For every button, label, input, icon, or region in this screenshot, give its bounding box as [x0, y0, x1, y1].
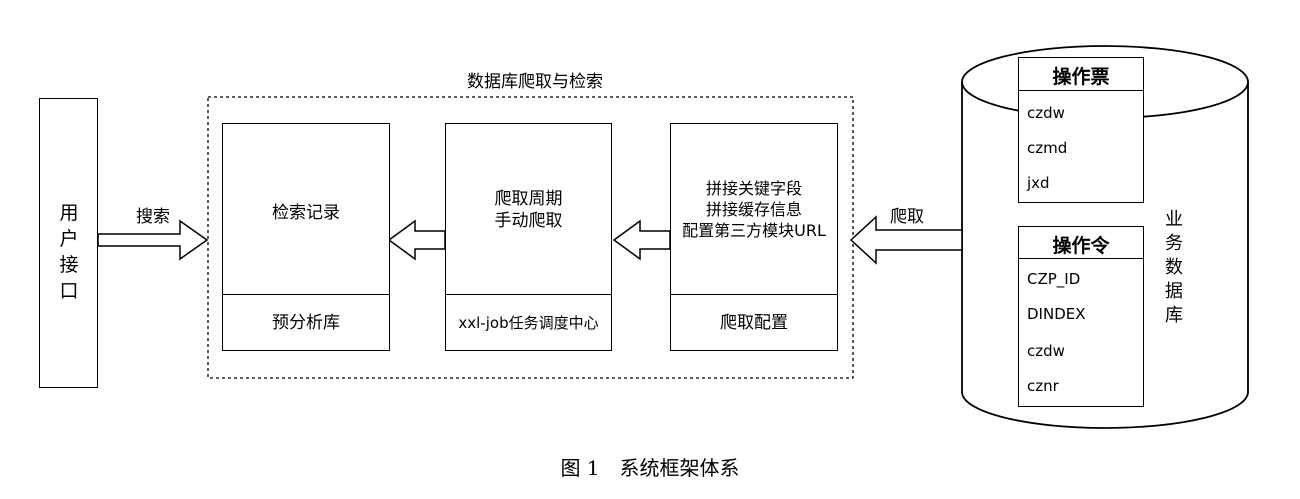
- user-interface-label: 用户接口: [59, 202, 79, 302]
- table-operation-ticket-field: jxd: [1027, 174, 1050, 192]
- group-dashed-border: [207, 96, 854, 379]
- search-arrow-label: 搜索: [136, 207, 170, 227]
- module-scheduler-line-2: 手动爬取: [494, 211, 563, 231]
- crawl-arrow-label: 爬取: [890, 207, 924, 227]
- database-label: 业务数据库: [1165, 209, 1183, 326]
- table-operation-ticket-divider: [1018, 90, 1144, 91]
- arrow-module2-to-module1: [387, 219, 446, 261]
- arrow-module3-to-module2: [612, 219, 671, 261]
- table-operation-order-field: CZP_ID: [1027, 270, 1081, 288]
- table-operation-order-name: 操作令: [1052, 235, 1110, 257]
- table-operation-ticket-name: 操作票: [1052, 66, 1110, 88]
- module-scheduler: [445, 123, 612, 351]
- table-operation-order-field: cznr: [1027, 377, 1059, 395]
- module-retrieval-bottom: 预分析库: [272, 313, 340, 333]
- table-operation-ticket: [1018, 57, 1144, 203]
- module-crawl-config: [670, 123, 838, 351]
- module-scheduler-line-1: 爬取周期: [494, 189, 563, 209]
- user-interface-box: [39, 98, 98, 388]
- table-operation-order-divider: [1018, 258, 1144, 259]
- module-crawl-config-bottom: 爬取配置: [720, 313, 788, 333]
- crawl-arrow: [849, 215, 963, 265]
- module-retrieval-top: 检索记录: [272, 203, 340, 223]
- table-operation-order-field: DINDEX: [1027, 305, 1086, 323]
- table-operation-order: [1018, 226, 1144, 407]
- table-operation-ticket-field: czmd: [1027, 139, 1068, 157]
- table-operation-ticket-field: czdw: [1027, 104, 1065, 122]
- module-crawl-config-divider: [670, 294, 838, 295]
- module-crawl-config-line-1: 拼接关键字段: [705, 179, 802, 198]
- group-title: 数据库爬取与检索: [467, 72, 603, 92]
- module-crawl-config-line-2: 拼接缓存信息: [705, 200, 802, 219]
- module-crawl-config-line-3: 配置第三方模块URL: [682, 221, 826, 240]
- figure-caption: 图 1 系统框架体系: [560, 456, 740, 480]
- module-scheduler-divider: [445, 294, 612, 295]
- search-arrow: [97, 219, 209, 261]
- module-retrieval: [222, 123, 390, 351]
- module-scheduler-bottom: xxl-job任务调度中心: [458, 314, 599, 332]
- module-retrieval-divider: [222, 294, 390, 295]
- table-operation-order-field: czdw: [1027, 342, 1065, 360]
